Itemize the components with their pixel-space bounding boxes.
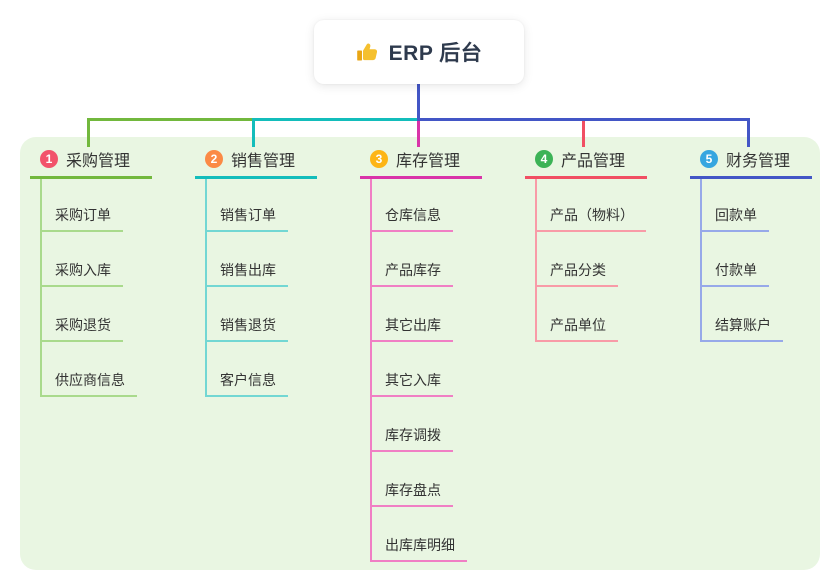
connector-root: [417, 82, 420, 121]
branches-panel: [20, 137, 820, 570]
branch-node-3[interactable]: 3 库存管理: [360, 148, 483, 179]
connector-stub-branch-1: [87, 118, 90, 147]
child-node-5-3[interactable]: 结算账户: [700, 316, 783, 342]
connector-bus-segment-1: [87, 118, 255, 121]
connector-stub-branch-4: [582, 118, 585, 147]
child-node-3-2[interactable]: 产品库存: [370, 261, 453, 287]
connector-bus-segment-5: [417, 118, 750, 121]
connector-stub-branch-2: [252, 118, 255, 147]
connector-spine-branch-3: [370, 179, 372, 562]
child-node-3-7[interactable]: 出库库明细: [370, 536, 467, 562]
connector-stub-branch-3: [417, 118, 420, 147]
root-label: ERP 后台: [388, 42, 483, 65]
child-node-3-1[interactable]: 仓库信息: [370, 206, 453, 232]
child-node-5-2[interactable]: 付款单: [700, 261, 769, 287]
branch-label: 库存管理: [396, 153, 461, 170]
child-node-4-2[interactable]: 产品分类: [535, 261, 618, 287]
child-node-1-2[interactable]: 采购入库: [40, 261, 123, 287]
branch-node-5[interactable]: 5 财务管理: [690, 148, 813, 179]
child-node-2-2[interactable]: 销售出库: [205, 261, 288, 287]
branch-number-badge: 1: [40, 150, 58, 168]
branch-number-badge: 4: [535, 150, 553, 168]
branch-label: 销售管理: [231, 153, 296, 170]
connector-spine-branch-1: [40, 179, 42, 397]
child-node-1-4[interactable]: 供应商信息: [40, 371, 137, 397]
child-node-3-4[interactable]: 其它入库: [370, 371, 453, 397]
branch-label: 采购管理: [66, 153, 131, 170]
branch-node-2[interactable]: 2 销售管理: [195, 148, 318, 179]
child-node-3-6[interactable]: 库存盘点: [370, 481, 453, 507]
branch-label: 财务管理: [726, 153, 791, 170]
branch-node-1[interactable]: 1 采购管理: [30, 148, 153, 179]
root-node[interactable]: ERP 后台: [314, 20, 524, 84]
connector-spine-branch-2: [205, 179, 207, 397]
child-node-4-1[interactable]: 产品（物料）: [535, 206, 646, 232]
child-node-2-3[interactable]: 销售退货: [205, 316, 288, 342]
branch-number-badge: 2: [205, 150, 223, 168]
branch-node-4[interactable]: 4 产品管理: [525, 148, 648, 179]
child-node-2-4[interactable]: 客户信息: [205, 371, 288, 397]
child-node-1-3[interactable]: 采购退货: [40, 316, 123, 342]
child-node-2-1[interactable]: 销售订单: [205, 206, 288, 232]
thumbs-up-icon: [356, 43, 377, 61]
connector-bus-segment-2: [252, 118, 420, 121]
child-node-3-3[interactable]: 其它出库: [370, 316, 453, 342]
branch-number-badge: 5: [700, 150, 718, 168]
connector-spine-branch-5: [700, 179, 702, 342]
child-node-1-1[interactable]: 采购订单: [40, 206, 123, 232]
child-node-4-3[interactable]: 产品单位: [535, 316, 618, 342]
branch-number-badge: 3: [370, 150, 388, 168]
connector-spine-branch-4: [535, 179, 537, 342]
connector-stub-branch-5: [747, 118, 750, 147]
child-node-5-1[interactable]: 回款单: [700, 206, 769, 232]
child-node-3-5[interactable]: 库存调拨: [370, 426, 453, 452]
branch-label: 产品管理: [561, 153, 626, 170]
